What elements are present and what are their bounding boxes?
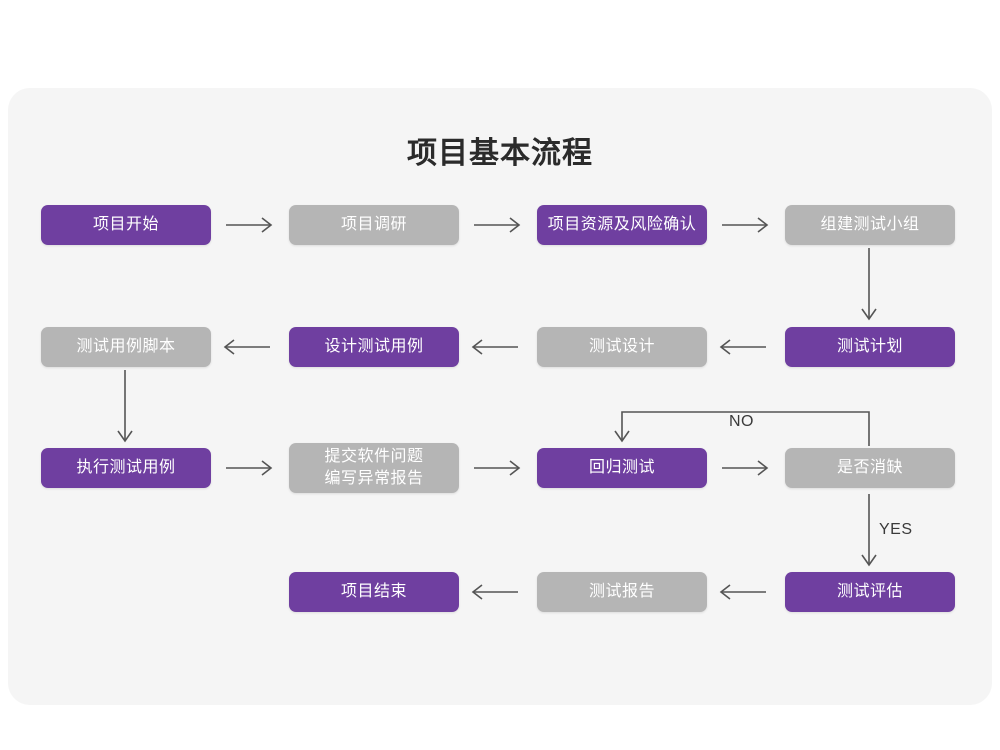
node-submit-issue-report[interactable]: 提交软件问题 编写异常报告 bbox=[289, 443, 459, 493]
node-project-start[interactable]: 项目开始 bbox=[41, 205, 211, 245]
node-project-research[interactable]: 项目调研 bbox=[289, 205, 459, 245]
node-resource-risk-confirm[interactable]: 项目资源及风险确认 bbox=[537, 205, 707, 245]
node-test-plan[interactable]: 测试计划 bbox=[785, 327, 955, 367]
node-design-test-case[interactable]: 设计测试用例 bbox=[289, 327, 459, 367]
node-test-design[interactable]: 测试设计 bbox=[537, 327, 707, 367]
node-defect-cleared[interactable]: 是否消缺 bbox=[785, 448, 955, 488]
node-project-end[interactable]: 项目结束 bbox=[289, 572, 459, 612]
node-regression-test[interactable]: 回归测试 bbox=[537, 448, 707, 488]
node-test-case-script[interactable]: 测试用例脚本 bbox=[41, 327, 211, 367]
edge-label-yes: YES bbox=[879, 521, 913, 538]
node-build-test-team[interactable]: 组建测试小组 bbox=[785, 205, 955, 245]
node-execute-test-case[interactable]: 执行测试用例 bbox=[41, 448, 211, 488]
page-title: 项目基本流程 bbox=[407, 137, 593, 170]
edge-label-no: NO bbox=[729, 413, 754, 430]
node-test-evaluation[interactable]: 测试评估 bbox=[785, 572, 955, 612]
node-test-report[interactable]: 测试报告 bbox=[537, 572, 707, 612]
diagram-card bbox=[8, 88, 992, 705]
